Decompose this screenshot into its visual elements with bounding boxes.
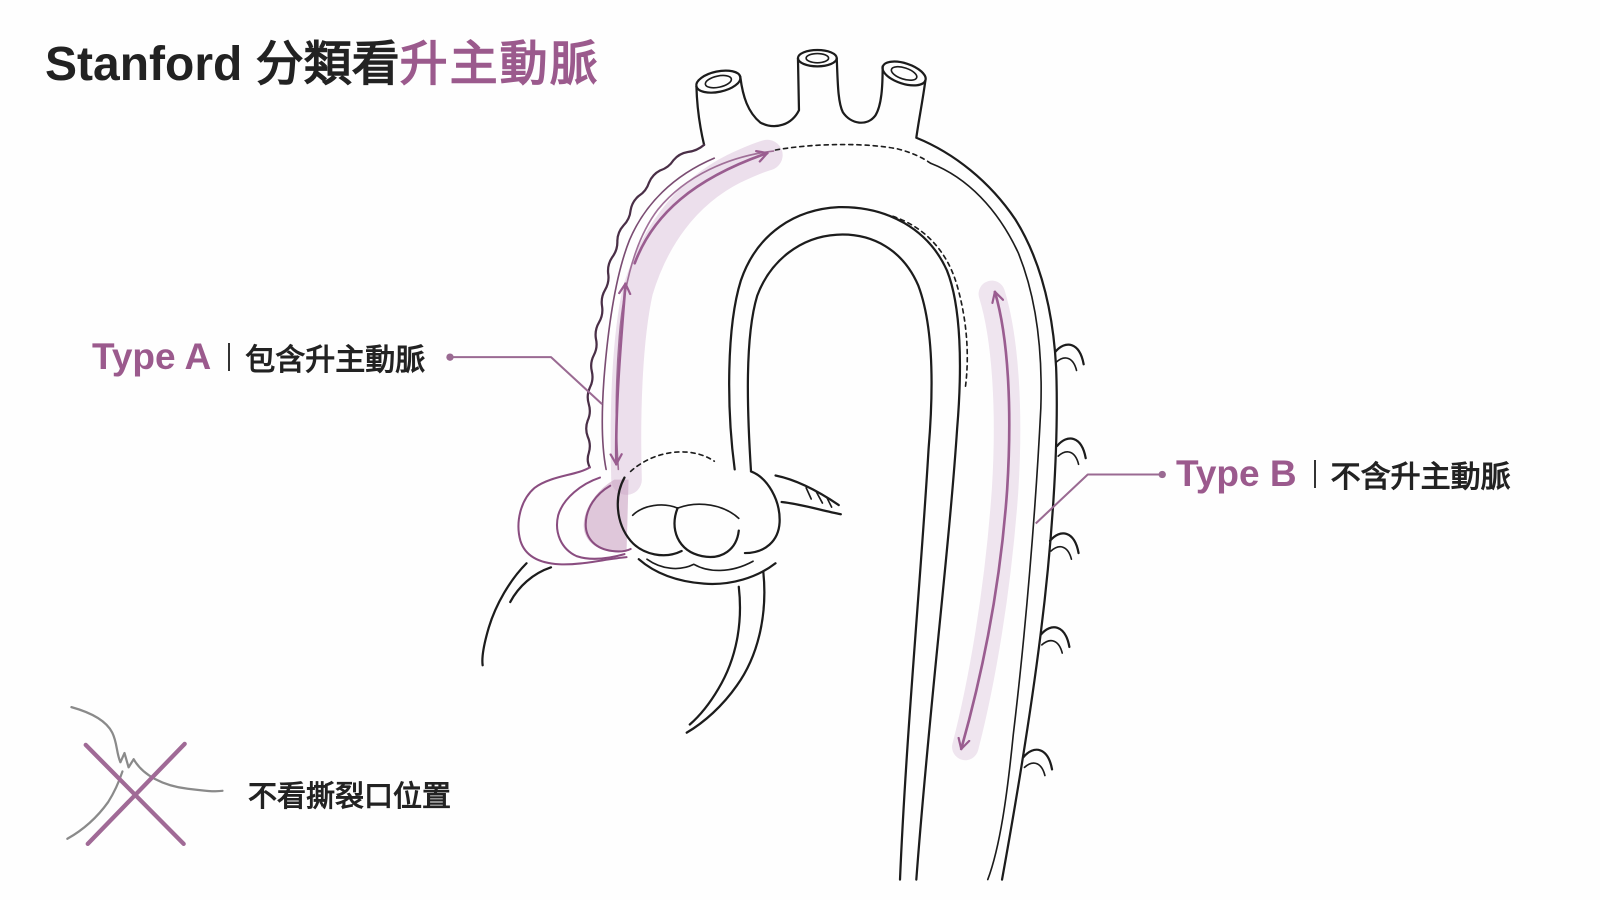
lesser-curvature-inner-wall <box>746 233 933 881</box>
type-b-leader-line <box>1035 470 1166 525</box>
page-title: Stanford 分類看升主動脈 <box>45 35 600 95</box>
subclavian-opening <box>881 60 927 87</box>
ascending-aorta-outer-wall <box>585 143 706 469</box>
brachiocephalic-right-wall <box>739 57 801 128</box>
aortic-arch-outer-wall <box>915 79 1058 881</box>
note-text: 不看撕裂口位置 <box>248 781 452 813</box>
title-highlight: 升主動脈 <box>399 38 600 91</box>
tear-line-icon <box>70 706 224 793</box>
carotid-right-wall <box>835 57 884 124</box>
intercostal-branch <box>1056 437 1087 466</box>
type-a-description: 包含升主動脈 <box>245 344 426 377</box>
tear-location-note: 不看撕裂口位置 <box>248 770 451 818</box>
type-a-highlight-band <box>610 139 783 495</box>
type-b-name: Type B <box>1176 453 1297 494</box>
heart-outline-left <box>481 562 528 667</box>
brachiocephalic-artery <box>695 57 801 147</box>
lesser-curvature-outer-wall <box>728 206 962 881</box>
left-sinus <box>616 476 683 557</box>
type-a-arrow-lower <box>609 282 632 466</box>
left-subclavian-artery <box>881 60 927 87</box>
brachiocephalic-left-wall <box>695 85 706 147</box>
coronary-lower-wall <box>780 500 842 516</box>
intercostal-branch <box>1022 748 1054 777</box>
type-b-label: Type B 不含升主動脈 <box>1176 449 1511 499</box>
descending-aorta-inner-right-wall <box>929 162 1042 881</box>
false-lumen-loop-middle <box>556 476 626 560</box>
root-bottom-inner <box>646 558 754 572</box>
label-divider <box>1313 460 1316 488</box>
coronary-artery <box>774 474 842 516</box>
type-a-leader-line <box>446 353 603 405</box>
label-divider <box>228 343 231 371</box>
brachiocephalic-lumen <box>704 74 733 89</box>
root-bottom-outer <box>637 558 777 586</box>
coronary-hatching <box>805 486 833 508</box>
type-a-name: Type A <box>92 336 212 377</box>
crossed-out-tear-icon <box>66 706 224 847</box>
type-a-false-lumen-fill <box>583 479 629 553</box>
aorta-outline <box>481 48 1087 881</box>
cusp-line <box>631 503 740 520</box>
intercostal-branch <box>1053 343 1085 372</box>
left-common-carotid-artery <box>796 48 884 124</box>
aortic-root <box>616 451 781 586</box>
type-a-leader-path <box>450 356 603 405</box>
type-a-label: Type A 包含升主動脈 <box>92 332 425 382</box>
type-a-arrow-upper <box>633 150 769 265</box>
heart-outline-right <box>685 570 766 734</box>
right-sinus <box>743 470 781 555</box>
type-b-arrow <box>957 290 1011 751</box>
intercostal-branch <box>1048 532 1080 560</box>
false-lumen-loop-outer <box>517 466 628 566</box>
cross-mark-icon <box>83 741 187 847</box>
carotid-opening <box>796 48 838 68</box>
type-b-description: 不含升主動脈 <box>1330 461 1511 494</box>
heart-outline-left-inner <box>509 566 553 604</box>
brachiocephalic-opening <box>695 69 742 94</box>
tear-branch-line-icon <box>66 770 124 840</box>
type-b-leader-path <box>1035 473 1163 525</box>
subclavian-lumen <box>890 65 918 82</box>
false-lumen-root-loops <box>517 466 632 566</box>
root-dashed-arc <box>629 451 716 473</box>
coronary-upper-wall <box>774 474 840 507</box>
intercostal-branch <box>1039 626 1071 654</box>
carotid-lumen <box>805 52 830 64</box>
arch-top-dashed-line <box>774 143 932 165</box>
title-prefix: Stanford 分類看 <box>45 38 400 91</box>
middle-sinus <box>673 507 740 559</box>
heart-outline-right-inner <box>688 585 742 726</box>
type-b-highlight-band <box>952 280 1021 761</box>
false-lumen-loop-inner <box>584 484 632 553</box>
